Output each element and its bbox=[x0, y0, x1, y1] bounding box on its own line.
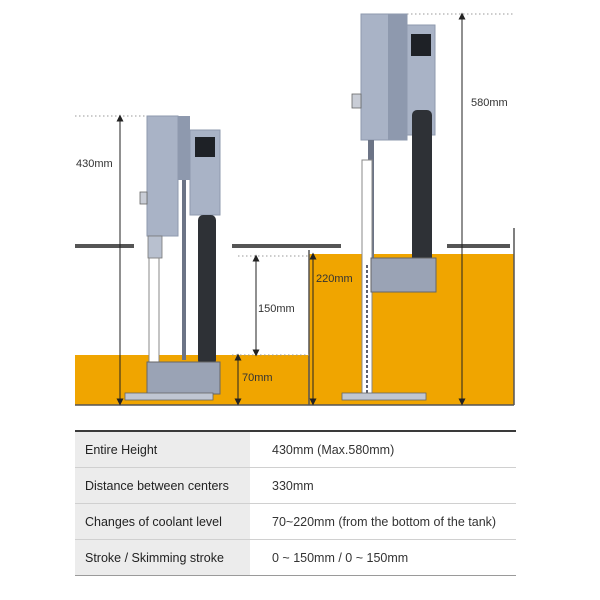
skimmer-left bbox=[124, 115, 221, 401]
foot-plate-right bbox=[341, 392, 427, 401]
dimension-lines bbox=[116, 12, 466, 406]
shaft-left bbox=[182, 180, 186, 360]
float-base-right bbox=[370, 257, 437, 293]
label-level-high: 220mm bbox=[316, 273, 353, 285]
spec-table: Entire Height 430mm (Max.580mm) Distance… bbox=[75, 430, 516, 576]
skimmer-diagram: 430mm 580mm 150mm 70mm 220mm bbox=[75, 12, 515, 406]
row-label: Stroke / Skimming stroke bbox=[75, 539, 250, 576]
label-height-normal: 430mm bbox=[76, 158, 113, 170]
label-stroke: 150mm bbox=[258, 303, 295, 315]
foot-plate-left bbox=[124, 392, 214, 401]
knob-left bbox=[139, 191, 148, 205]
coupler-left bbox=[147, 235, 163, 259]
skimmer-right bbox=[341, 13, 437, 401]
row-value: 0 ~ 150mm / 0 ~ 150mm bbox=[272, 550, 409, 565]
label-height-max: 580mm bbox=[471, 97, 508, 109]
hose-right bbox=[412, 110, 432, 270]
label-level-low: 70mm bbox=[242, 372, 273, 384]
guide-rod-left bbox=[148, 257, 160, 367]
row-value: 430mm (Max.580mm) bbox=[250, 431, 516, 468]
row-label: Distance between centers bbox=[75, 467, 250, 504]
table-row: Changes of coolant level 70~220mm (from … bbox=[75, 503, 516, 540]
row-value: 330mm bbox=[250, 467, 516, 504]
table-row: Distance between centers 330mm bbox=[75, 467, 516, 504]
row-value: 70~220mm (from the bottom of the tank) bbox=[250, 503, 516, 540]
row-label: Changes of coolant level bbox=[75, 503, 250, 540]
knob-right bbox=[351, 93, 362, 109]
row-label: Entire Height bbox=[75, 431, 250, 468]
motor-housing-left bbox=[146, 115, 179, 237]
table-row: Entire Height 430mm (Max.580mm) bbox=[75, 431, 516, 468]
hose-left bbox=[198, 215, 216, 365]
tank-outline bbox=[75, 228, 515, 406]
table-row: Stroke / Skimming stroke 0 ~ 150mm / 0 ~… bbox=[75, 539, 516, 576]
float-base-left bbox=[146, 361, 221, 395]
